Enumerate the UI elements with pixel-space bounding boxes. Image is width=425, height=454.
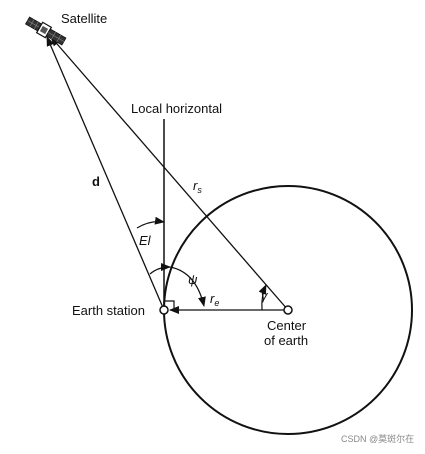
rs-label: rs [193, 178, 202, 195]
earth-center-node [283, 305, 293, 315]
re-label: re [210, 291, 219, 308]
re-subscript: e [214, 298, 219, 308]
psi-angle-arc [149, 263, 171, 275]
satellite-icon [24, 16, 67, 46]
center-label-line1: Center [267, 318, 307, 333]
earth-station-node [159, 305, 169, 315]
radius-rs-line [50, 36, 289, 311]
satellite-label: Satellite [61, 11, 107, 26]
center-label-line2: of earth [264, 333, 308, 348]
watermark: CSDN @莫斑尔在 [341, 433, 414, 444]
distance-d-label: d [92, 174, 100, 189]
gamma-angle-arc [258, 284, 267, 311]
elevation-angle-arc [136, 216, 165, 229]
psi-label: ψ [188, 272, 198, 287]
earth-station-label: Earth station [72, 303, 145, 318]
psi-arc-lower [169, 266, 206, 307]
elevation-label: El [139, 233, 152, 248]
rs-subscript: s [197, 185, 202, 195]
gamma-label: γ [261, 288, 269, 303]
distance-d-line [46, 36, 165, 311]
local-horizontal-label: Local horizontal [131, 101, 222, 116]
right-angle-marker [164, 300, 175, 310]
